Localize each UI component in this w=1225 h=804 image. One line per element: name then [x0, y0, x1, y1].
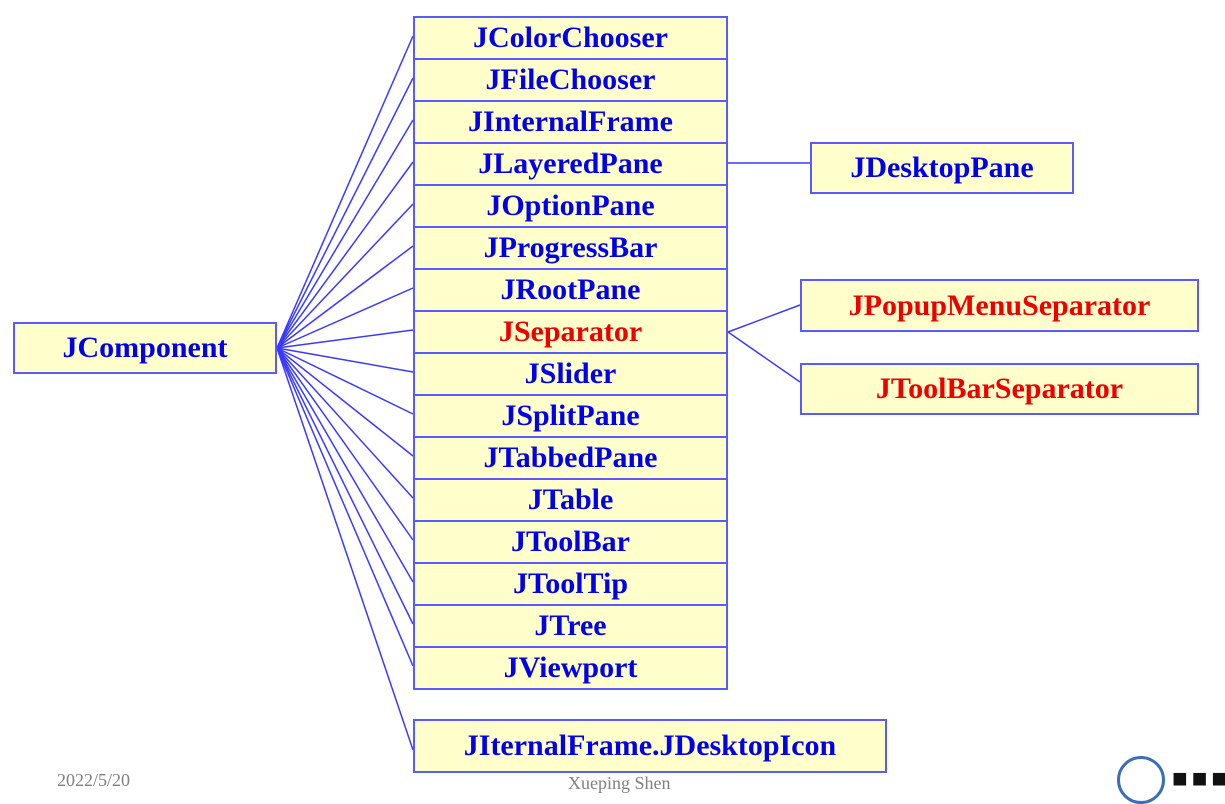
node-jtoolbarseparator: JToolBarSeparator: [800, 363, 1199, 415]
university-name-text: ■■■■■■: [1172, 764, 1225, 793]
connector-jcomponent-child: [276, 347, 414, 667]
node-jcolorchooser: JColorChooser: [415, 18, 726, 60]
node-jdesktoppane: JDesktopPane: [810, 142, 1074, 194]
connector-jcomponent-child: [276, 347, 414, 625]
node-jlayeredpane: JLayeredPane: [415, 144, 726, 186]
node-jtable: JTable: [415, 480, 726, 522]
jdesktopicon-label: JIternalFrame.JDesktopIcon: [463, 729, 837, 762]
jcomponent-node: JComponent: [13, 322, 277, 374]
connector-jcomponent-child: [276, 347, 414, 583]
node-jseparator: JSeparator: [415, 312, 726, 354]
node-joptionpane: JOptionPane: [415, 186, 726, 228]
node-jinternalframe: JInternalFrame: [415, 102, 726, 144]
jdesktoppane-label: JDesktopPane: [850, 151, 1034, 184]
connector-jcomponent-child: [276, 347, 414, 541]
class-hierarchy-diagram: JComponent JColorChooser JFileChooser JI…: [13, 16, 1225, 804]
node-jrootpane: JRootPane: [415, 270, 726, 312]
node-jfilechooser: JFileChooser: [415, 60, 726, 102]
node-jtoolbar: JToolBar: [415, 522, 726, 564]
jtoolbarseparator-label: JToolBarSeparator: [875, 372, 1124, 405]
node-jprogressbar: JProgressBar: [415, 228, 726, 270]
node-jsplitpane: JSplitPane: [415, 396, 726, 438]
node-jpopupmenuseparator: JPopupMenuSeparator: [800, 279, 1199, 332]
jpopupmenuseparator-label: JPopupMenuSeparator: [848, 288, 1151, 322]
footer-author: Xueping Shen: [568, 773, 671, 793]
node-jiternalframe-jdesktopicon: JIternalFrame.JDesktopIcon: [413, 719, 887, 773]
jcomponent-subclass-list: JColorChooser JFileChooser JInternalFram…: [413, 16, 728, 690]
footer-date: 2022/5/20: [57, 770, 131, 790]
connector-jcomponent-child: [276, 245, 414, 349]
connector-jseparator-jpopupmenuseparator: [727, 304, 801, 333]
connector-jcomponent-child: [276, 287, 414, 349]
connector-jcomponent-child: [276, 347, 414, 457]
connector-jseparator-jtoolbarseparator: [727, 331, 801, 383]
node-jtree: JTree: [415, 606, 726, 648]
node-jslider: JSlider: [415, 354, 726, 396]
connector-jcomponent-child: [276, 347, 414, 415]
node-jtooltip: JToolTip: [415, 564, 726, 606]
connector-jcomponent-child: [276, 35, 414, 349]
university-seal-icon: [1117, 756, 1165, 804]
node-jviewport: JViewport: [415, 648, 726, 690]
connector-jcomponent-child: [276, 347, 414, 499]
connector-jcomponent-child: [276, 329, 414, 349]
connector-jcomponent-child: [276, 119, 414, 349]
connector-jcomponent-child: [276, 161, 414, 349]
node-jtabbedpane: JTabbedPane: [415, 438, 726, 480]
connector-jcomponent-jdesktopicon: [276, 347, 414, 751]
connector-jcomponent-child: [276, 203, 414, 349]
jcomponent-label: JComponent: [62, 331, 228, 364]
connector-jcomponent-child: [276, 347, 414, 373]
connector-jcomponent-child: [276, 77, 414, 349]
